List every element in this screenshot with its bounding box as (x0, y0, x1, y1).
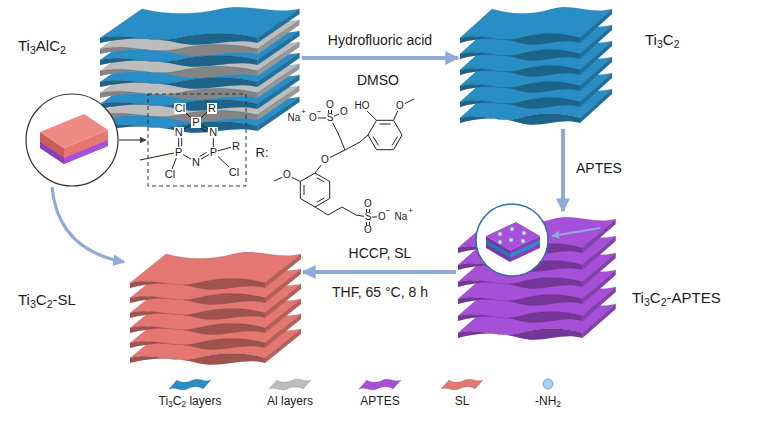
legend-text: -NH2 (535, 395, 561, 408)
charge-label: − (385, 207, 392, 215)
atom-label: N (174, 127, 184, 138)
legend-text: Ti3C2 layers (159, 395, 222, 408)
legend-dot (525, 375, 571, 393)
atom-label: O (363, 199, 373, 209)
atom-label: Na (287, 113, 302, 123)
atom-label: P (209, 147, 218, 158)
atom-label: R (231, 141, 241, 152)
stack-label: Ti3C2 (645, 32, 679, 49)
atom-label: Cl (164, 169, 176, 180)
max-phase-stack (100, 7, 300, 132)
atom-label: Cl (174, 103, 186, 114)
atom-label: Na (394, 212, 409, 222)
reaction-arrow (303, 270, 456, 274)
atom-label: P (174, 147, 183, 158)
atom-label: S (326, 113, 335, 123)
charge-label: + (300, 108, 307, 116)
atom-label: R (207, 103, 217, 114)
atom-label: S (364, 212, 373, 222)
condition-text: DMSO (356, 73, 400, 87)
atom-label: Cl (228, 167, 240, 178)
sl-stack (130, 252, 301, 364)
legend-swatch (167, 375, 213, 393)
reaction-arrow (302, 56, 458, 60)
sl-inset (26, 94, 146, 262)
condition-text: THF, 65 °C, 8 h (331, 285, 429, 299)
stack-label: Ti3C2-SL (18, 292, 76, 309)
legend-text: APTES (360, 395, 399, 408)
reagent-label: Hydrofluoric acid (327, 33, 433, 47)
hccp-structure (140, 94, 246, 186)
atom-label: O (339, 107, 349, 117)
charge-label: − (316, 108, 323, 116)
substituent-label: R: (255, 146, 270, 159)
reaction-arrow (561, 129, 565, 211)
atom-label: N (191, 157, 201, 168)
reagent-label: APTES (575, 161, 623, 175)
atom-label: HO (354, 101, 371, 111)
atom-label: O (363, 225, 373, 235)
reagent-label: HCCP, SL (348, 246, 413, 260)
legend-swatch (439, 375, 485, 393)
atom-label: O (320, 155, 330, 165)
legend-text: Al layers (267, 395, 313, 408)
stack-label: Ti3AlC2 (18, 38, 66, 55)
legend-swatch (357, 375, 403, 393)
legend-swatch (267, 375, 313, 393)
lignosulfonate-structure (274, 99, 414, 230)
atom-label: N (208, 127, 218, 138)
mxene-stack (460, 7, 612, 124)
aptes-inset (476, 204, 600, 276)
layer-stack: Ti3C2-APTES (458, 213, 616, 343)
atom-label: O (325, 100, 335, 110)
charge-label: + (407, 207, 414, 215)
atom-label: O (395, 101, 405, 111)
legend-text: SL (455, 395, 470, 408)
atom-label: O (282, 170, 292, 180)
layer-stack: Ti3C2 (460, 5, 612, 127)
atom-label: P (191, 117, 200, 128)
stack-label: Ti3C2-APTES (632, 290, 721, 307)
layer-stack: Ti3C2-SL (130, 250, 301, 368)
